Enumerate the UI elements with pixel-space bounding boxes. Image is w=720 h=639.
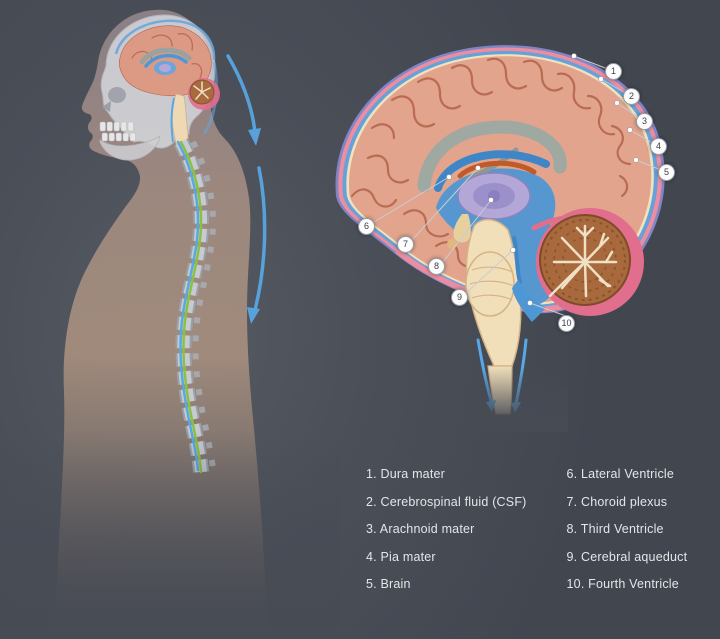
- callout-10-label: 10: [561, 318, 572, 328]
- csf-outline-small: [114, 19, 216, 61]
- callout-3: 3: [636, 113, 653, 130]
- pons-striations: [469, 266, 515, 301]
- corpus-callosum-small: [139, 47, 192, 65]
- callout-2: 2: [623, 88, 640, 105]
- cerebellum: [539, 214, 631, 306]
- arbor-vitae: [548, 224, 618, 298]
- left-figure: [0, 9, 340, 639]
- callout-1: 1: [605, 63, 622, 80]
- skull-mandible: [99, 135, 161, 161]
- legend-item-third-ventricle: 8. Third Ventricle: [566, 522, 664, 536]
- flow-arrowhead-back: [247, 307, 260, 324]
- legend: 1. Dura mater 2. Cerebrospinal fluid (CS…: [366, 467, 687, 591]
- callout-10: 10: [558, 315, 575, 332]
- spinous-processes: [190, 140, 217, 471]
- right-figure: [335, 45, 667, 432]
- legend-item-lateral-ventricle: 6. Lateral Ventricle: [566, 467, 675, 481]
- flow-arrow-neck: [226, 54, 257, 134]
- bottom-fade: [0, 430, 340, 639]
- ventricle-small: [144, 53, 188, 68]
- legend-item-choroid-plexus: 7. Choroid plexus: [566, 494, 668, 509]
- gyri-small: [131, 33, 203, 79]
- spinal-cord-green-line: [179, 140, 203, 474]
- cerebral-aqueduct: [512, 236, 522, 284]
- callout-4-label: 4: [655, 141, 661, 151]
- callout-2-label: 2: [628, 91, 634, 101]
- callout-leader-lines: [373, 55, 667, 317]
- callout-5: 5: [658, 164, 675, 181]
- callout-7: 7: [397, 236, 414, 253]
- legend-item-pia-mater: 4. Pia mater: [366, 549, 436, 564]
- callout-4: 4: [650, 138, 667, 155]
- legend-item-arachnoid-mater: 3. Arachnoid mater: [366, 522, 475, 536]
- legend-item-brain: 5. Brain: [366, 577, 411, 591]
- callout-8-label: 8: [433, 261, 439, 271]
- callout-target-dots: [446, 53, 639, 306]
- callout-5-label: 5: [663, 167, 669, 177]
- legend-item-fourth-ventricle: 10. Fourth Ventricle: [566, 577, 679, 591]
- legend-right-column: 6. Lateral Ventricle 7. Choroid plexus 8…: [567, 467, 688, 591]
- callout-9-label: 9: [456, 292, 462, 302]
- brain-small: [114, 19, 220, 145]
- skull-nasal-opening: [102, 101, 111, 112]
- flow-arrow-back: [253, 166, 267, 312]
- spinal-cord-lines: [176, 140, 203, 474]
- callout-3-label: 3: [641, 116, 647, 126]
- brainstem-csf-line-small: [170, 97, 175, 143]
- thalamus-small-core: [159, 64, 171, 72]
- callout-7-label: 7: [402, 239, 408, 249]
- legend-left-column: 1. Dura mater 2. Cerebrospinal fluid (CS…: [366, 467, 527, 591]
- callout-6-label: 6: [363, 221, 369, 231]
- upper-spinal-cord: [458, 338, 568, 432]
- callout-8: 8: [428, 258, 445, 275]
- csf-cord-line: [176, 140, 200, 472]
- csf-flow-arrows: [226, 54, 267, 324]
- legend-item-cerebral-aqueduct: 9. Cerebral aqueduct: [566, 549, 688, 564]
- callout-9: 9: [451, 289, 468, 306]
- legend-item-csf: 2. Cerebrospinal fluid (CSF): [366, 494, 527, 509]
- legend-item-dura-mater: 1. Dura mater: [366, 467, 446, 481]
- callout-1-label: 1: [610, 66, 616, 76]
- choroid-plexus: [457, 160, 537, 179]
- flow-arrowhead-neck: [248, 128, 261, 146]
- lateral-ventricle: [434, 150, 550, 192]
- cortex-gyri: [350, 57, 632, 286]
- skull-orbit: [108, 87, 126, 103]
- thalamus-third-ventricle: [457, 172, 531, 220]
- arbor-vitae-small: [193, 81, 211, 100]
- brainstem: [465, 218, 522, 367]
- callout-markers: [373, 53, 667, 317]
- skull-teeth: [99, 121, 136, 142]
- callout-6: 6: [358, 218, 375, 235]
